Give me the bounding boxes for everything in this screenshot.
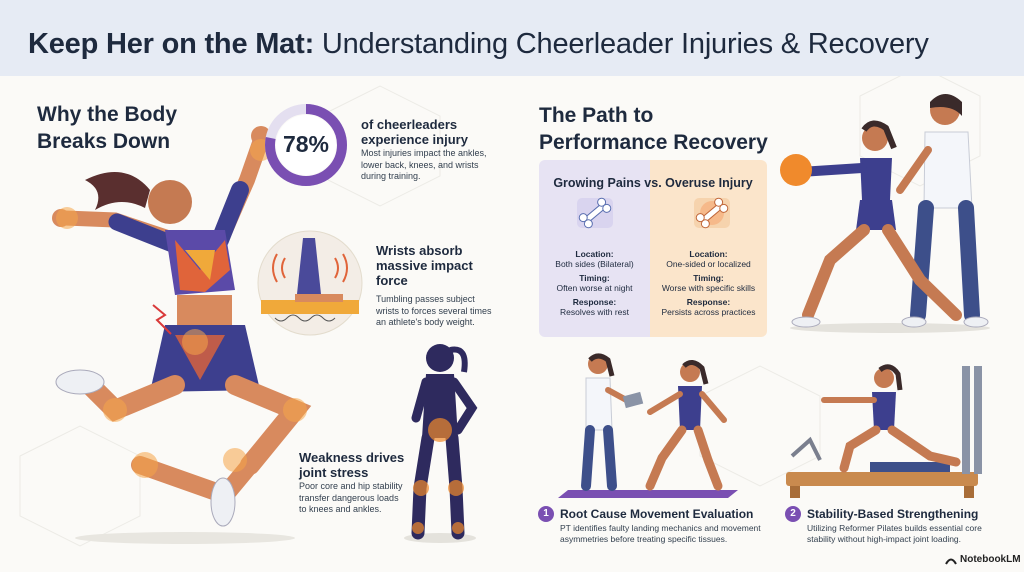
bone-icon	[577, 197, 613, 229]
reformer-pilates-illustration	[786, 364, 982, 498]
step-2-number: 2	[785, 506, 801, 522]
movement-evaluation-illustration	[558, 353, 738, 498]
cheerleader-jump-illustration	[52, 126, 312, 544]
injured-bone-icon	[694, 197, 730, 229]
stat-headline: of cheerleaders experience injury	[361, 117, 468, 147]
page-title: Keep Her on the Mat: Understanding Cheer…	[28, 28, 929, 60]
overuse-injury-details: Location: One-sided or localized Timing:…	[661, 249, 756, 317]
wrist-impact-illustration	[257, 230, 363, 336]
comparison-card: Growing Pains vs. Overuse Injury Locatio…	[539, 160, 767, 337]
right-heading: The Path to Performance Recovery	[539, 104, 768, 154]
wrist-description: Tumbling passes subject wrists to forces…	[376, 294, 492, 327]
overuse-injury-column	[650, 160, 767, 337]
stat-ring-chart	[265, 104, 347, 186]
comparison-title: Growing Pains vs. Overuse Injury	[553, 176, 753, 190]
growing-pains-column	[539, 160, 650, 337]
step-2-description: Utilizing Reformer Pilates builds essent…	[807, 523, 982, 544]
brand-label: NotebookLM	[960, 554, 1021, 565]
left-heading: Why the Body Breaks Down	[37, 103, 177, 153]
therapist-ball-exercise-illustration	[780, 94, 990, 333]
step-1-title: Root Cause Movement Evaluation	[560, 507, 754, 521]
step-1-number: 1	[538, 506, 554, 522]
header-banner	[0, 0, 1024, 76]
athlete-silhouette-illustration	[404, 344, 478, 543]
step-1-description: PT identifies faulty landing mechanics a…	[560, 523, 761, 544]
wrist-headline: Wrists absorb massive impact force	[376, 243, 473, 288]
weakness-headline: Weakness drives joint stress	[299, 450, 405, 480]
notebooklm-logo-icon	[945, 555, 957, 565]
stat-description: Most injuries impact the ankles, lower b…	[361, 148, 487, 181]
weakness-description: Poor core and hip stability transfer dan…	[299, 481, 403, 514]
step-2-title: Stability-Based Strengthening	[807, 507, 979, 521]
stat-value: 78%	[282, 131, 330, 157]
growing-pains-details: Location: Both sides (Bilateral) Timing:…	[555, 249, 634, 317]
